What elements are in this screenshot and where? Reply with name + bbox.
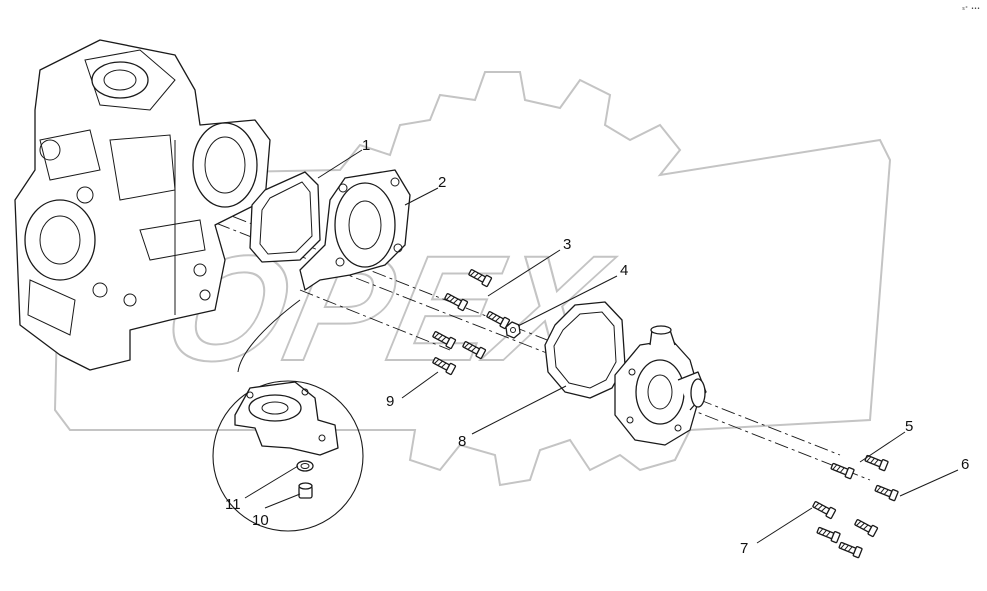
callout-5: 5: [905, 418, 913, 435]
assembly-axis-bolts: [299, 289, 451, 351]
bolt-icon: [815, 524, 841, 544]
detail-view: [212, 299, 364, 532]
bolt-icon: [811, 498, 837, 520]
callout-8: 8: [458, 433, 466, 450]
callout-9: 9: [386, 393, 394, 410]
callout-2: 2: [438, 174, 446, 191]
callout-10: 10: [252, 512, 269, 529]
pump-housing-icon: [614, 325, 707, 446]
plug-icon: [298, 482, 313, 499]
callout-4: 4: [620, 262, 628, 279]
leader-lines: [244, 149, 959, 544]
long-bolt-icon: [873, 482, 899, 502]
gasket-icon: [249, 171, 321, 263]
callout-7: 7: [740, 540, 748, 557]
callout-11: 11: [225, 496, 241, 513]
callout-1: 1: [362, 137, 370, 154]
bolt-icon: [837, 539, 863, 559]
seal-ring-icon: [296, 460, 314, 472]
pump-cover-icon: [234, 381, 339, 456]
callout-6: 6: [961, 456, 969, 473]
pump-gasket-icon: [544, 301, 626, 399]
corner-note: s° •••: [962, 6, 980, 12]
front-cover-icon: [299, 169, 411, 291]
bolt-group-right-upper: [829, 452, 889, 480]
bolt-icon: [853, 516, 879, 538]
callout-labels: 1 2 3 4 5 6 7 8 9 10 11: [225, 137, 969, 557]
bolt-icon: [829, 460, 855, 480]
bolt-group-lower: [811, 498, 879, 559]
detail-leader: [237, 299, 301, 373]
detail-circle: [212, 380, 364, 532]
bolt-group-center: [431, 266, 521, 376]
nut-icon: [505, 321, 521, 339]
callout-3: 3: [563, 236, 571, 253]
engine-block-icon: [14, 39, 271, 371]
bolt-icon: [863, 452, 889, 472]
